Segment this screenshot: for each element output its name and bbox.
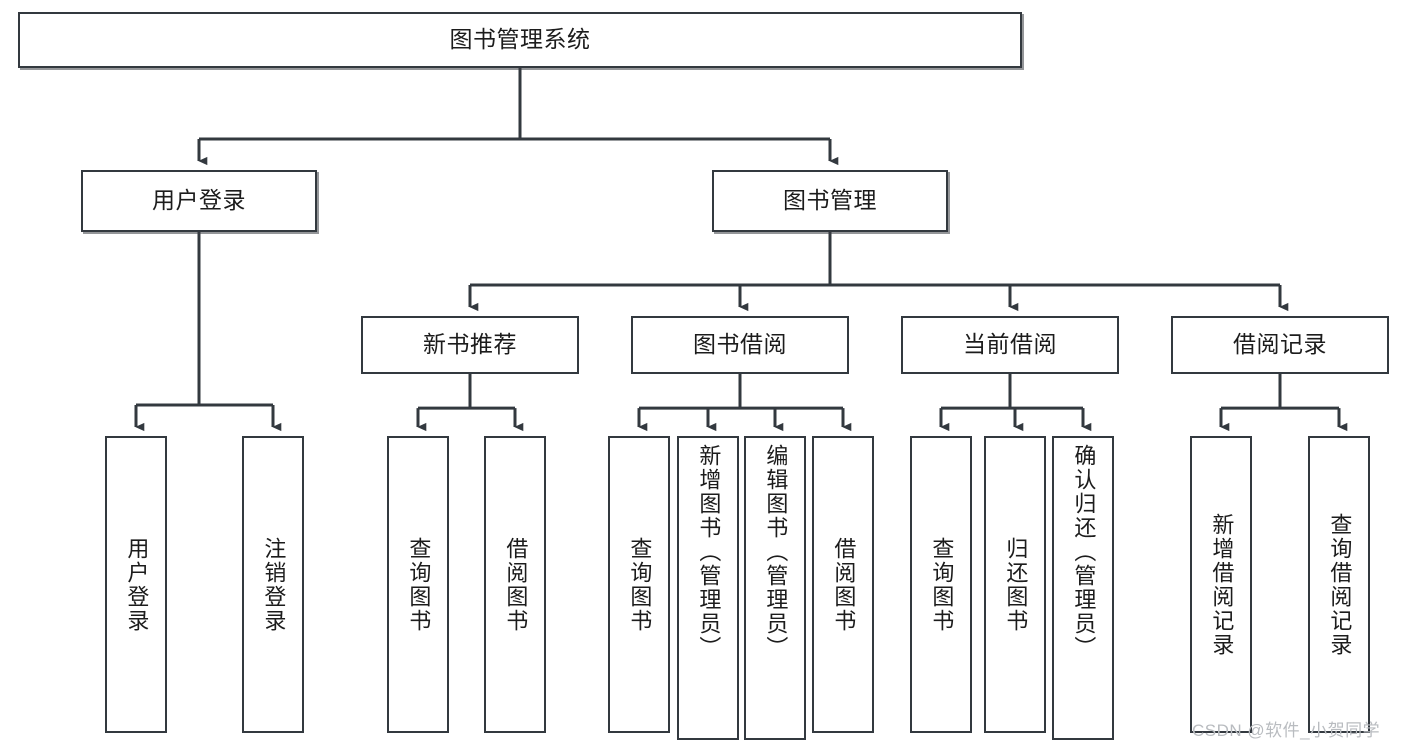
node-leaf-query-book-rec[interactable]: 查询图书 bbox=[387, 436, 449, 733]
node-label-wrap: 新增借阅记录 bbox=[1192, 438, 1250, 731]
node-label: 查询图书 bbox=[929, 536, 955, 633]
node-new-book-recommend[interactable]: 新书推荐 bbox=[361, 316, 579, 374]
node-leaf-return-book[interactable]: 归还图书 bbox=[984, 436, 1046, 733]
node-label: 注销登录 bbox=[261, 536, 287, 633]
node-book-manage[interactable]: 图书管理 bbox=[712, 170, 948, 232]
node-label-wrap: 查询图书 bbox=[912, 438, 970, 731]
node-borrow-record[interactable]: 借阅记录 bbox=[1171, 316, 1389, 374]
node-label: 图书管理 bbox=[783, 187, 877, 214]
node-label-wrap: 确认归还（管理员） bbox=[1054, 438, 1112, 738]
node-leaf-user-login[interactable]: 用户登录 bbox=[105, 436, 167, 733]
node-leaf-query-record[interactable]: 查询借阅记录 bbox=[1308, 436, 1370, 733]
node-label-wrap: 注销登录 bbox=[244, 438, 302, 731]
node-current-borrow[interactable]: 当前借阅 bbox=[901, 316, 1119, 374]
node-label: 用户登录 bbox=[152, 187, 246, 214]
watermark-text: CSDN @软件_小贺同学 bbox=[1192, 721, 1381, 740]
node-leaf-logout[interactable]: 注销登录 bbox=[242, 436, 304, 733]
node-leaf-add-record[interactable]: 新增借阅记录 bbox=[1190, 436, 1252, 733]
node-leaf-borrow-book-br[interactable]: 借阅图书 bbox=[812, 436, 874, 733]
node-root[interactable]: 图书管理系统 bbox=[18, 12, 1022, 68]
node-label: 查询图书 bbox=[627, 536, 653, 633]
node-label: 编辑图书（管理员） bbox=[763, 444, 789, 660]
node-leaf-borrow-book-rec[interactable]: 借阅图书 bbox=[484, 436, 546, 733]
node-label-wrap: 借阅图书 bbox=[814, 438, 872, 731]
node-label-wrap: 查询借阅记录 bbox=[1310, 438, 1368, 731]
node-leaf-query-book-br[interactable]: 查询图书 bbox=[608, 436, 670, 733]
node-label: 图书管理系统 bbox=[449, 26, 591, 53]
node-label: 新增借阅记录 bbox=[1209, 512, 1235, 657]
node-label: 查询借阅记录 bbox=[1327, 512, 1353, 657]
node-label: 借阅记录 bbox=[1233, 331, 1327, 358]
node-label-wrap: 查询图书 bbox=[389, 438, 447, 731]
node-label: 用户登录 bbox=[124, 536, 150, 633]
node-label-wrap: 用户登录 bbox=[107, 438, 165, 731]
node-label-wrap: 编辑图书（管理员） bbox=[746, 438, 804, 738]
node-leaf-edit-book[interactable]: 编辑图书（管理员） bbox=[744, 436, 806, 740]
node-label: 借阅图书 bbox=[503, 536, 529, 633]
node-label: 归还图书 bbox=[1003, 536, 1029, 633]
node-book-borrow[interactable]: 图书借阅 bbox=[631, 316, 849, 374]
node-label-wrap: 新增图书（管理员） bbox=[679, 438, 737, 738]
node-label-wrap: 查询图书 bbox=[610, 438, 668, 731]
node-leaf-add-book[interactable]: 新增图书（管理员） bbox=[677, 436, 739, 740]
node-label: 借阅图书 bbox=[831, 536, 857, 633]
node-label: 新书推荐 bbox=[423, 331, 517, 358]
node-leaf-query-book-cb[interactable]: 查询图书 bbox=[910, 436, 972, 733]
node-label-wrap: 归还图书 bbox=[986, 438, 1044, 731]
node-user-login[interactable]: 用户登录 bbox=[81, 170, 317, 232]
node-label: 确认归还（管理员） bbox=[1071, 444, 1097, 660]
node-label: 查询图书 bbox=[406, 536, 432, 633]
node-label: 图书借阅 bbox=[693, 331, 787, 358]
node-label: 当前借阅 bbox=[963, 331, 1057, 358]
node-leaf-confirm-return[interactable]: 确认归还（管理员） bbox=[1052, 436, 1114, 740]
node-label: 新增图书（管理员） bbox=[696, 444, 722, 660]
node-label-wrap: 借阅图书 bbox=[486, 438, 544, 731]
